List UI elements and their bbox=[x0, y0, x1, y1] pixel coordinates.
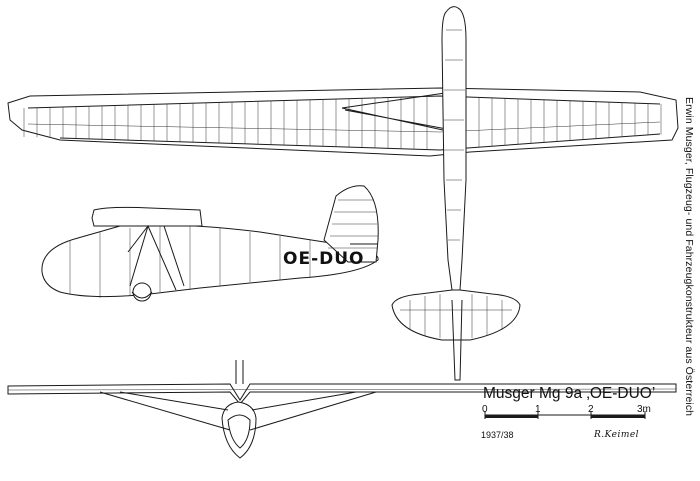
caption-text: Erwin Musger, Flugzeug- und Fahrzeugkons… bbox=[683, 97, 695, 417]
front-view bbox=[7, 360, 677, 459]
drawing-title: Musger Mg 9a ‚OE-DUO’ bbox=[483, 385, 656, 402]
fuselage-registration: OE-DUO bbox=[283, 249, 365, 269]
vertical-caption: Erwin Musger, Flugzeug- und Fahrzeugkons… bbox=[683, 97, 695, 437]
top-view-wing bbox=[7, 87, 679, 157]
scale-label-0: 0 bbox=[482, 404, 488, 415]
wing-ribs bbox=[23, 96, 662, 150]
author-signature: R.Keimel bbox=[594, 430, 640, 440]
scale-bar bbox=[484, 411, 646, 419]
scale-label-1: 1 bbox=[535, 404, 541, 415]
top-view-fuselage bbox=[391, 6, 521, 381]
side-view bbox=[41, 185, 379, 302]
drawing-year: 1937/38 bbox=[481, 430, 514, 440]
scale-label-2: 2 bbox=[588, 404, 594, 415]
scale-label-3: 3m bbox=[637, 404, 651, 415]
